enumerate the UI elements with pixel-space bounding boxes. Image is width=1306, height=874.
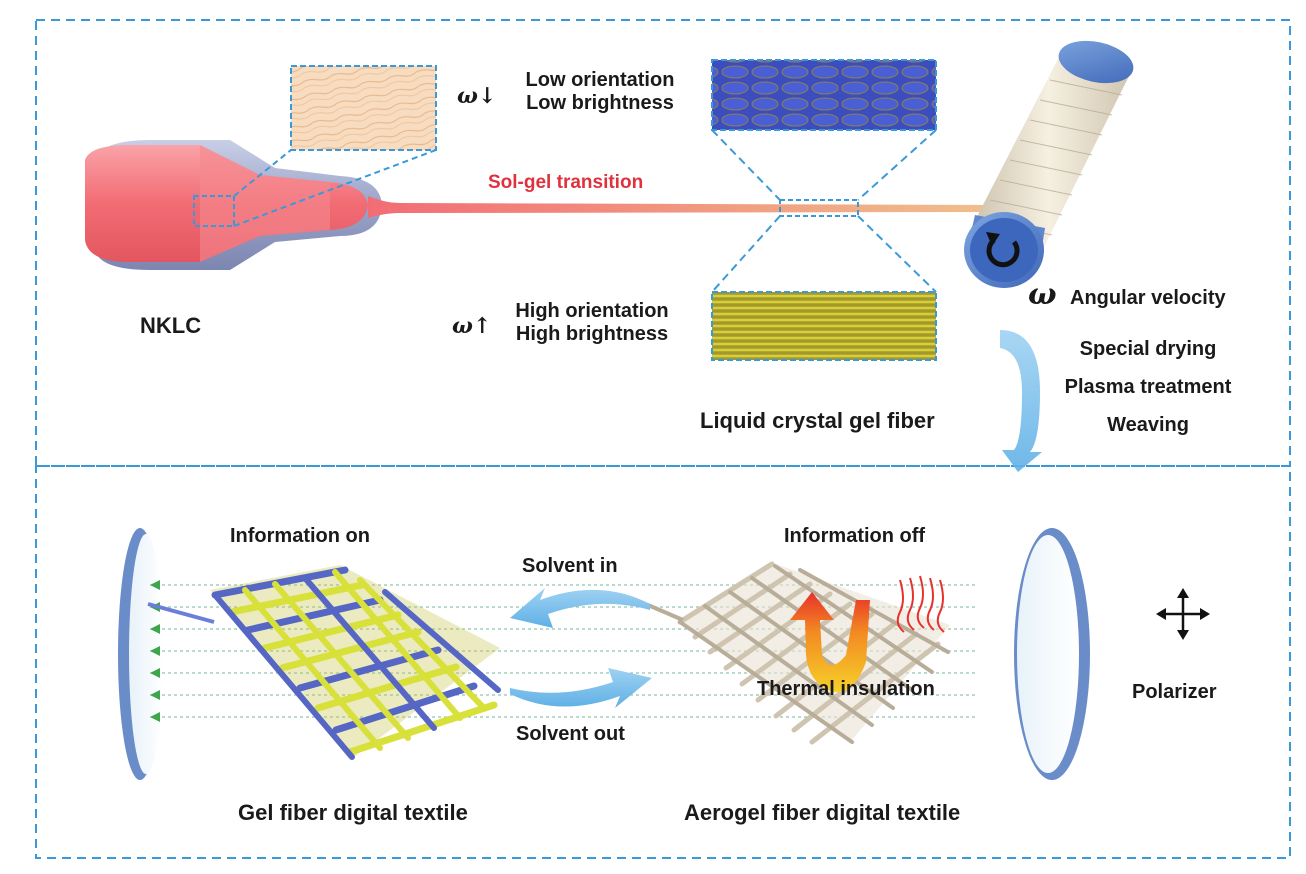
low-orientation-line2: Low brightness <box>526 92 674 114</box>
step-special-drying: Special drying <box>1079 338 1217 360</box>
process-arrow-icon <box>1000 330 1042 472</box>
fiber-zoom-marker <box>779 199 859 217</box>
thermal-arrow-icon <box>790 592 870 693</box>
low-orientation-label: Low orientation Low brightness <box>502 69 698 115</box>
inset-connector <box>233 149 292 197</box>
aerogel-fiber-textile <box>647 561 950 745</box>
high-orientation-line2: High brightness <box>515 323 669 345</box>
inset-connector <box>233 149 437 227</box>
fibril-inset <box>291 66 436 150</box>
polarizer-label: Polarizer <box>1132 681 1217 703</box>
high-orientation-inset-frame <box>711 291 937 361</box>
sol-gel-transition-label: Sol-gel transition <box>488 172 644 193</box>
thermal-insulation-label: Thermal insulation <box>757 678 935 700</box>
top-panel-frame <box>35 19 1291 467</box>
high-orientation-inset <box>712 292 936 360</box>
polarizer-direction-icon <box>1156 588 1210 640</box>
high-orientation-label: High orientation High brightness <box>492 300 692 346</box>
solvent-in-label: Solvent in <box>522 555 618 577</box>
rotation-arrow-icon <box>986 238 1020 268</box>
solvent-out-arrow-icon <box>510 668 652 708</box>
low-orientation-inset <box>712 60 936 130</box>
collecting-roller <box>964 40 1134 288</box>
gel-fiber-textile <box>147 565 501 760</box>
omega-decrease-symbol: ω↓ <box>457 83 497 109</box>
high-orientation-line1: High orientation <box>515 300 669 322</box>
zoom-connector <box>711 129 781 201</box>
zoom-connector <box>711 215 781 293</box>
information-off-label: Information off <box>784 525 926 547</box>
heat-wave-icon <box>896 575 945 633</box>
process-steps: Special drying Plasma treatment Weaving <box>1036 330 1260 444</box>
angular-velocity-label: Angular velocity <box>1070 287 1226 309</box>
low-orientation-line1: Low orientation <box>525 69 675 91</box>
gel-fiber-textile-label: Gel fiber digital textile <box>238 800 468 825</box>
rotation-arrow-head-icon <box>986 232 1000 246</box>
step-plasma-treatment: Plasma treatment <box>1064 376 1232 398</box>
aerogel-fiber-textile-label: Aerogel fiber digital textile <box>684 800 961 825</box>
zoom-connector <box>857 215 937 293</box>
information-on-label: Information on <box>230 525 370 547</box>
zoom-connector <box>857 129 937 201</box>
nklc-label: NKLC <box>140 313 202 338</box>
spun-fiber <box>368 196 995 218</box>
spinning-nozzle <box>85 140 382 270</box>
omega-symbol: ω <box>1028 277 1057 312</box>
nozzle-inset-marker <box>193 195 235 227</box>
bottom-panel-frame <box>35 465 1291 859</box>
fibril-inset-frame <box>290 65 437 151</box>
solvent-in-arrow-icon <box>510 588 650 628</box>
low-orientation-inset-frame <box>711 59 937 131</box>
step-weaving: Weaving <box>1107 414 1189 436</box>
omega-increase-symbol: ω↑ <box>452 313 492 339</box>
polarizer-lens <box>1014 528 1090 780</box>
ray-arrowheads <box>150 580 160 722</box>
liquid-crystal-gel-fiber-label: Liquid crystal gel fiber <box>700 408 935 433</box>
solvent-out-label: Solvent out <box>516 723 625 745</box>
